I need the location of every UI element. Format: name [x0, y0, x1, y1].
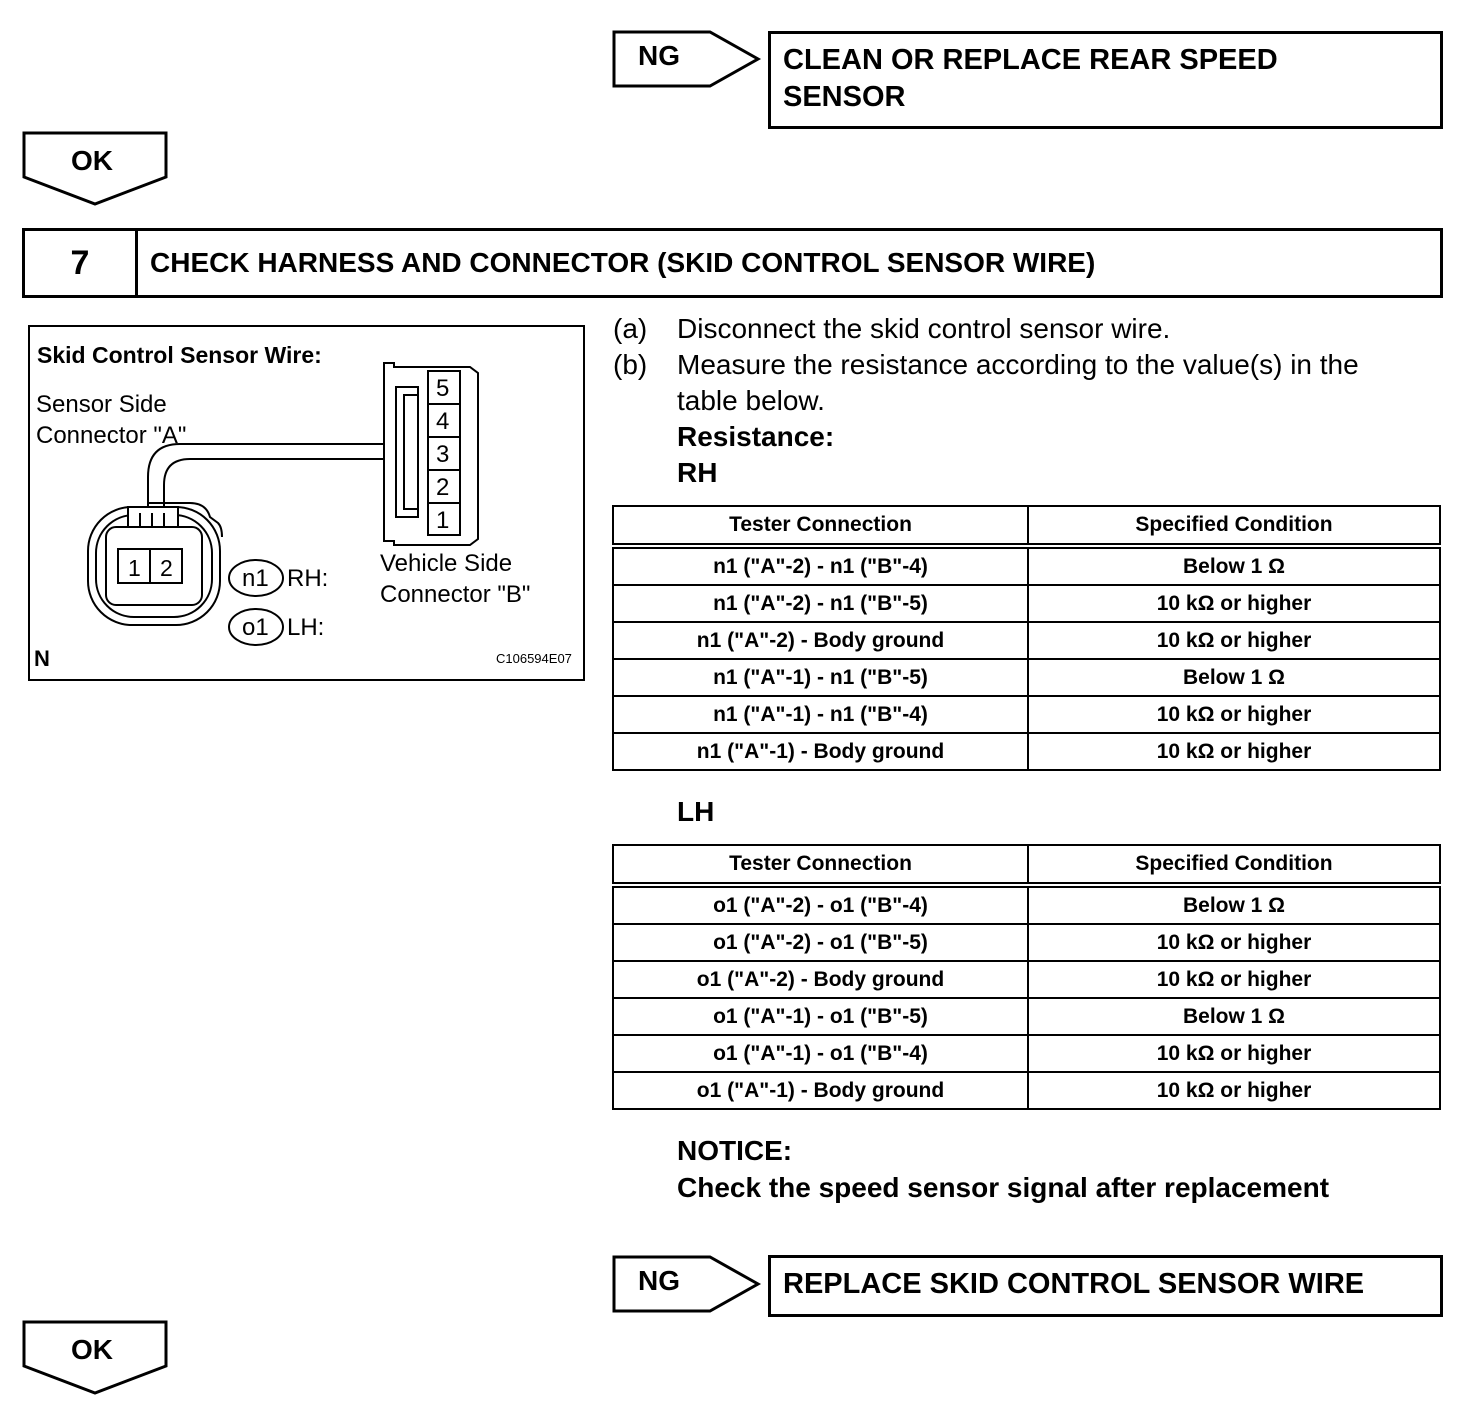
table-row: o1 ("A"-1) - o1 ("B"-4) 10 kΩ or higher [612, 1034, 1441, 1073]
ng-label-bottom: NG [638, 1265, 680, 1296]
resistance-table-lh: Tester Connection Specified Condition o1… [612, 844, 1441, 1110]
table-header-row: Tester Connection Specified Condition [612, 844, 1441, 886]
ok-arrow-bottom [22, 1320, 168, 1395]
table-cell: o1 ("A"-2) - o1 ("B"-4) [612, 884, 1029, 925]
table-cell: o1 ("A"-2) - Body ground [612, 960, 1029, 999]
table-cell: Below 1 Ω [1027, 658, 1441, 697]
figure-id: C106594E07 [496, 651, 572, 666]
step-title: CHECK HARNESS AND CONNECTOR (SKID CONTRO… [150, 247, 1096, 278]
connector-b-pin: 4 [436, 408, 450, 435]
table-cell: o1 ("A"-1) - o1 ("B"-4) [612, 1034, 1029, 1073]
table-cell: n1 ("A"-1) - Body ground [612, 732, 1029, 771]
figure-title: Skid Control Sensor Wire: [37, 342, 322, 368]
table-cell: n1 ("A"-2) - n1 ("B"-5) [612, 584, 1029, 623]
vehicle-side-label-1: Vehicle Side [380, 550, 513, 577]
notice-heading: NOTICE: [677, 1135, 793, 1166]
connector-a-pin: 2 [160, 555, 173, 581]
notice-text: Check the speed sensor signal after repl… [677, 1172, 1330, 1203]
step-number: 7 [25, 231, 138, 295]
table-cell: o1 ("A"-1) - Body ground [612, 1071, 1029, 1110]
table-row: o1 ("A"-2) - Body ground 10 kΩ or higher [612, 960, 1441, 999]
connector-a-pin: 1 [128, 555, 141, 581]
sensor-side-label-2: Connector "A" [36, 422, 187, 449]
table-cell: 10 kΩ or higher [1027, 1034, 1441, 1073]
table-row: n1 ("A"-2) - n1 ("B"-4) Below 1 Ω [612, 545, 1441, 586]
ok-label-bottom: OK [71, 1334, 113, 1365]
connector-figure: Skid Control Sensor Wire: Sensor Side Co… [28, 325, 585, 681]
table-heading-rh: RH [677, 457, 718, 488]
table-row: n1 ("A"-2) - Body ground 10 kΩ or higher [612, 621, 1441, 660]
table-cell: 10 kΩ or higher [1027, 923, 1441, 962]
table-cell: 10 kΩ or higher [1027, 584, 1441, 623]
ng-arrow-top [612, 30, 762, 88]
figure-corner-mark: N [34, 646, 50, 671]
table-row: o1 ("A"-2) - o1 ("B"-5) 10 kΩ or higher [612, 923, 1441, 962]
resistance-table-rh: Tester Connection Specified Condition n1… [612, 505, 1441, 771]
table-row: o1 ("A"-2) - o1 ("B"-4) Below 1 Ω [612, 884, 1441, 925]
column-header: Specified Condition [1027, 844, 1441, 886]
table-cell: n1 ("A"-2) - Body ground [612, 621, 1029, 660]
result-line: REPLACE SKID CONTROL SENSOR WIRE [783, 1268, 1365, 1300]
table-cell: 10 kΩ or higher [1027, 732, 1441, 771]
resistance-heading: Resistance: [677, 421, 835, 452]
result-line: SENSOR [783, 81, 906, 113]
ok-label-top: OK [71, 145, 113, 176]
result-box-top: CLEAN OR REPLACE REAR SPEED SENSOR [768, 31, 1443, 129]
table-cell: n1 ("A"-1) - n1 ("B"-5) [612, 658, 1029, 697]
table-row: o1 ("A"-1) - o1 ("B"-5) Below 1 Ω [612, 997, 1441, 1036]
table-cell: 10 kΩ or higher [1027, 960, 1441, 999]
instruction-label: (b) [613, 349, 648, 380]
vehicle-connector-b [383, 362, 479, 546]
instruction-text: Measure the resistance according to the … [677, 349, 1359, 380]
table-cell: Below 1 Ω [1027, 997, 1441, 1036]
legend-code-rh: n1 [242, 565, 269, 592]
table-cell: o1 ("A"-1) - o1 ("B"-5) [612, 997, 1029, 1036]
table-cell: Below 1 Ω [1027, 545, 1441, 586]
table-header-row: Tester Connection Specified Condition [612, 505, 1441, 547]
connector-b-pin: 1 [436, 507, 450, 534]
connector-b-pin: 2 [436, 474, 450, 501]
legend-label-rh: RH: [287, 565, 329, 592]
vehicle-side-label-2: Connector "B" [380, 581, 531, 608]
table-cell: 10 kΩ or higher [1027, 1071, 1441, 1110]
table-cell: o1 ("A"-2) - o1 ("B"-5) [612, 923, 1029, 962]
step-header: 7 CHECK HARNESS AND CONNECTOR (SKID CONT… [22, 228, 1443, 298]
table-row: n1 ("A"-2) - n1 ("B"-5) 10 kΩ or higher [612, 584, 1441, 623]
instruction-a: (a) Disconnect the skid control sensor w… [613, 311, 1443, 347]
instruction-text: Disconnect the skid control sensor wire. [677, 313, 1171, 344]
table-row: o1 ("A"-1) - Body ground 10 kΩ or higher [612, 1071, 1441, 1110]
instruction-label: (a) [613, 313, 648, 344]
result-box-bottom: REPLACE SKID CONTROL SENSOR WIRE [768, 1255, 1443, 1317]
table-row: n1 ("A"-1) - n1 ("B"-5) Below 1 Ω [612, 658, 1441, 697]
connector-drawing [87, 362, 479, 646]
ng-arrow-bottom [612, 1255, 762, 1313]
table-row: n1 ("A"-1) - n1 ("B"-4) 10 kΩ or higher [612, 695, 1441, 734]
column-header: Tester Connection [612, 505, 1029, 547]
connector-b-pin: 3 [436, 441, 450, 468]
table-cell: n1 ("A"-1) - n1 ("B"-4) [612, 695, 1029, 734]
table-row: n1 ("A"-1) - Body ground 10 kΩ or higher [612, 732, 1441, 771]
legend-label-lh: LH: [287, 614, 325, 641]
legend-code-lh: o1 [242, 614, 269, 641]
column-header: Specified Condition [1027, 505, 1441, 547]
sensor-side-label-1: Sensor Side [36, 391, 167, 418]
table-heading-lh: LH [677, 796, 715, 827]
instruction-b: (b) Measure the resistance according to … [613, 347, 1443, 419]
table-cell: 10 kΩ or higher [1027, 695, 1441, 734]
column-header: Tester Connection [612, 844, 1029, 886]
result-line: CLEAN OR REPLACE REAR SPEED [783, 44, 1278, 76]
ng-label-top: NG [638, 40, 680, 71]
table-cell: Below 1 Ω [1027, 884, 1441, 925]
table-cell: n1 ("A"-2) - n1 ("B"-4) [612, 545, 1029, 586]
ok-arrow-top [22, 131, 168, 206]
sensor-connector-a [87, 502, 223, 626]
table-cell: 10 kΩ or higher [1027, 621, 1441, 660]
connector-b-pin: 5 [436, 375, 450, 402]
instruction-text: table below. [677, 385, 825, 416]
